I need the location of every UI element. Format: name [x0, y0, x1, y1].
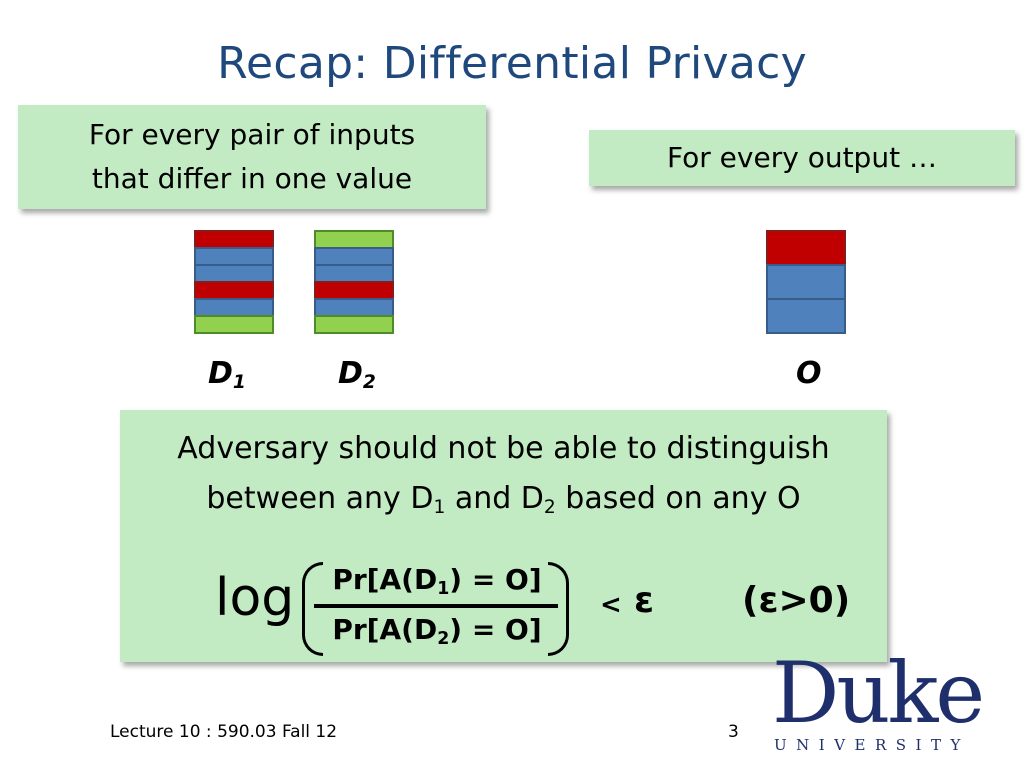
numerator-b: ) = O]	[449, 563, 542, 596]
duke-logo-university: UNIVERSITY	[774, 736, 970, 754]
fraction-bar	[314, 604, 558, 608]
output-o	[766, 230, 846, 334]
definition-line2-sub2: 2	[543, 497, 556, 519]
inputs-callout-line1: For every pair of inputs	[88, 118, 416, 151]
definition-line2-sub1: 1	[433, 497, 446, 519]
d2-row-green	[314, 315, 394, 334]
numerator-sub: 1	[437, 578, 450, 599]
label-d2: D2	[338, 356, 376, 394]
formula-denominator: Pr[A(D2) = O]	[322, 608, 552, 648]
formula-log: log	[215, 568, 295, 628]
definition-line1: Adversary should not be able to distingu…	[177, 431, 830, 466]
output-callout: For every output …	[589, 130, 1015, 186]
formula-left-paren	[302, 562, 323, 656]
duke-logo-word: Duke	[772, 644, 985, 742]
slide-title: Recap: Differential Privacy	[217, 38, 807, 89]
formula-fraction: Pr[A(D1) = O] Pr[A(D2) = O]	[314, 560, 558, 648]
database-d1	[194, 230, 274, 334]
database-d2	[314, 230, 394, 334]
denominator-b: ) = O]	[449, 613, 542, 646]
label-o: O	[796, 356, 822, 391]
definition-box: Adversary should not be able to distingu…	[120, 410, 887, 662]
inputs-callout-line2: that differ in one value	[91, 162, 413, 195]
o-row-red	[766, 230, 846, 266]
definition-line2-b: and D	[445, 481, 544, 516]
o-row-blue	[766, 264, 846, 300]
label-d2-main: D	[338, 356, 363, 391]
d1-row-green	[194, 315, 274, 334]
o-row-blue	[766, 298, 846, 334]
formula-less-than: <	[600, 590, 622, 620]
definition-line2: between any D1 and D2 based on any O	[120, 474, 887, 524]
formula-epsilon: ε	[634, 580, 655, 621]
formula-right-paren	[548, 562, 569, 656]
inputs-callout: For every pair of inputs that differ in …	[18, 105, 486, 209]
formula-condition: (ε>0)	[742, 580, 851, 621]
numerator-a: Pr[A(D	[332, 563, 438, 596]
duke-logo: Duke UNIVERSITY	[768, 644, 998, 762]
label-d2-sub: 2	[362, 372, 376, 394]
page-number: 3	[728, 722, 739, 742]
definition-text: Adversary should not be able to distingu…	[120, 424, 887, 524]
label-d1-main: D	[208, 356, 233, 391]
definition-line2-c: based on any O	[555, 481, 801, 516]
slide-footer: Lecture 10 : 590.03 Fall 12	[110, 722, 338, 742]
formula-numerator: Pr[A(D1) = O]	[322, 560, 552, 600]
label-d1-sub: 1	[232, 372, 246, 394]
denominator-sub: 2	[437, 628, 450, 649]
denominator-a: Pr[A(D	[332, 613, 438, 646]
label-d1: D1	[208, 356, 246, 394]
definition-line2-a: between any D	[206, 481, 434, 516]
